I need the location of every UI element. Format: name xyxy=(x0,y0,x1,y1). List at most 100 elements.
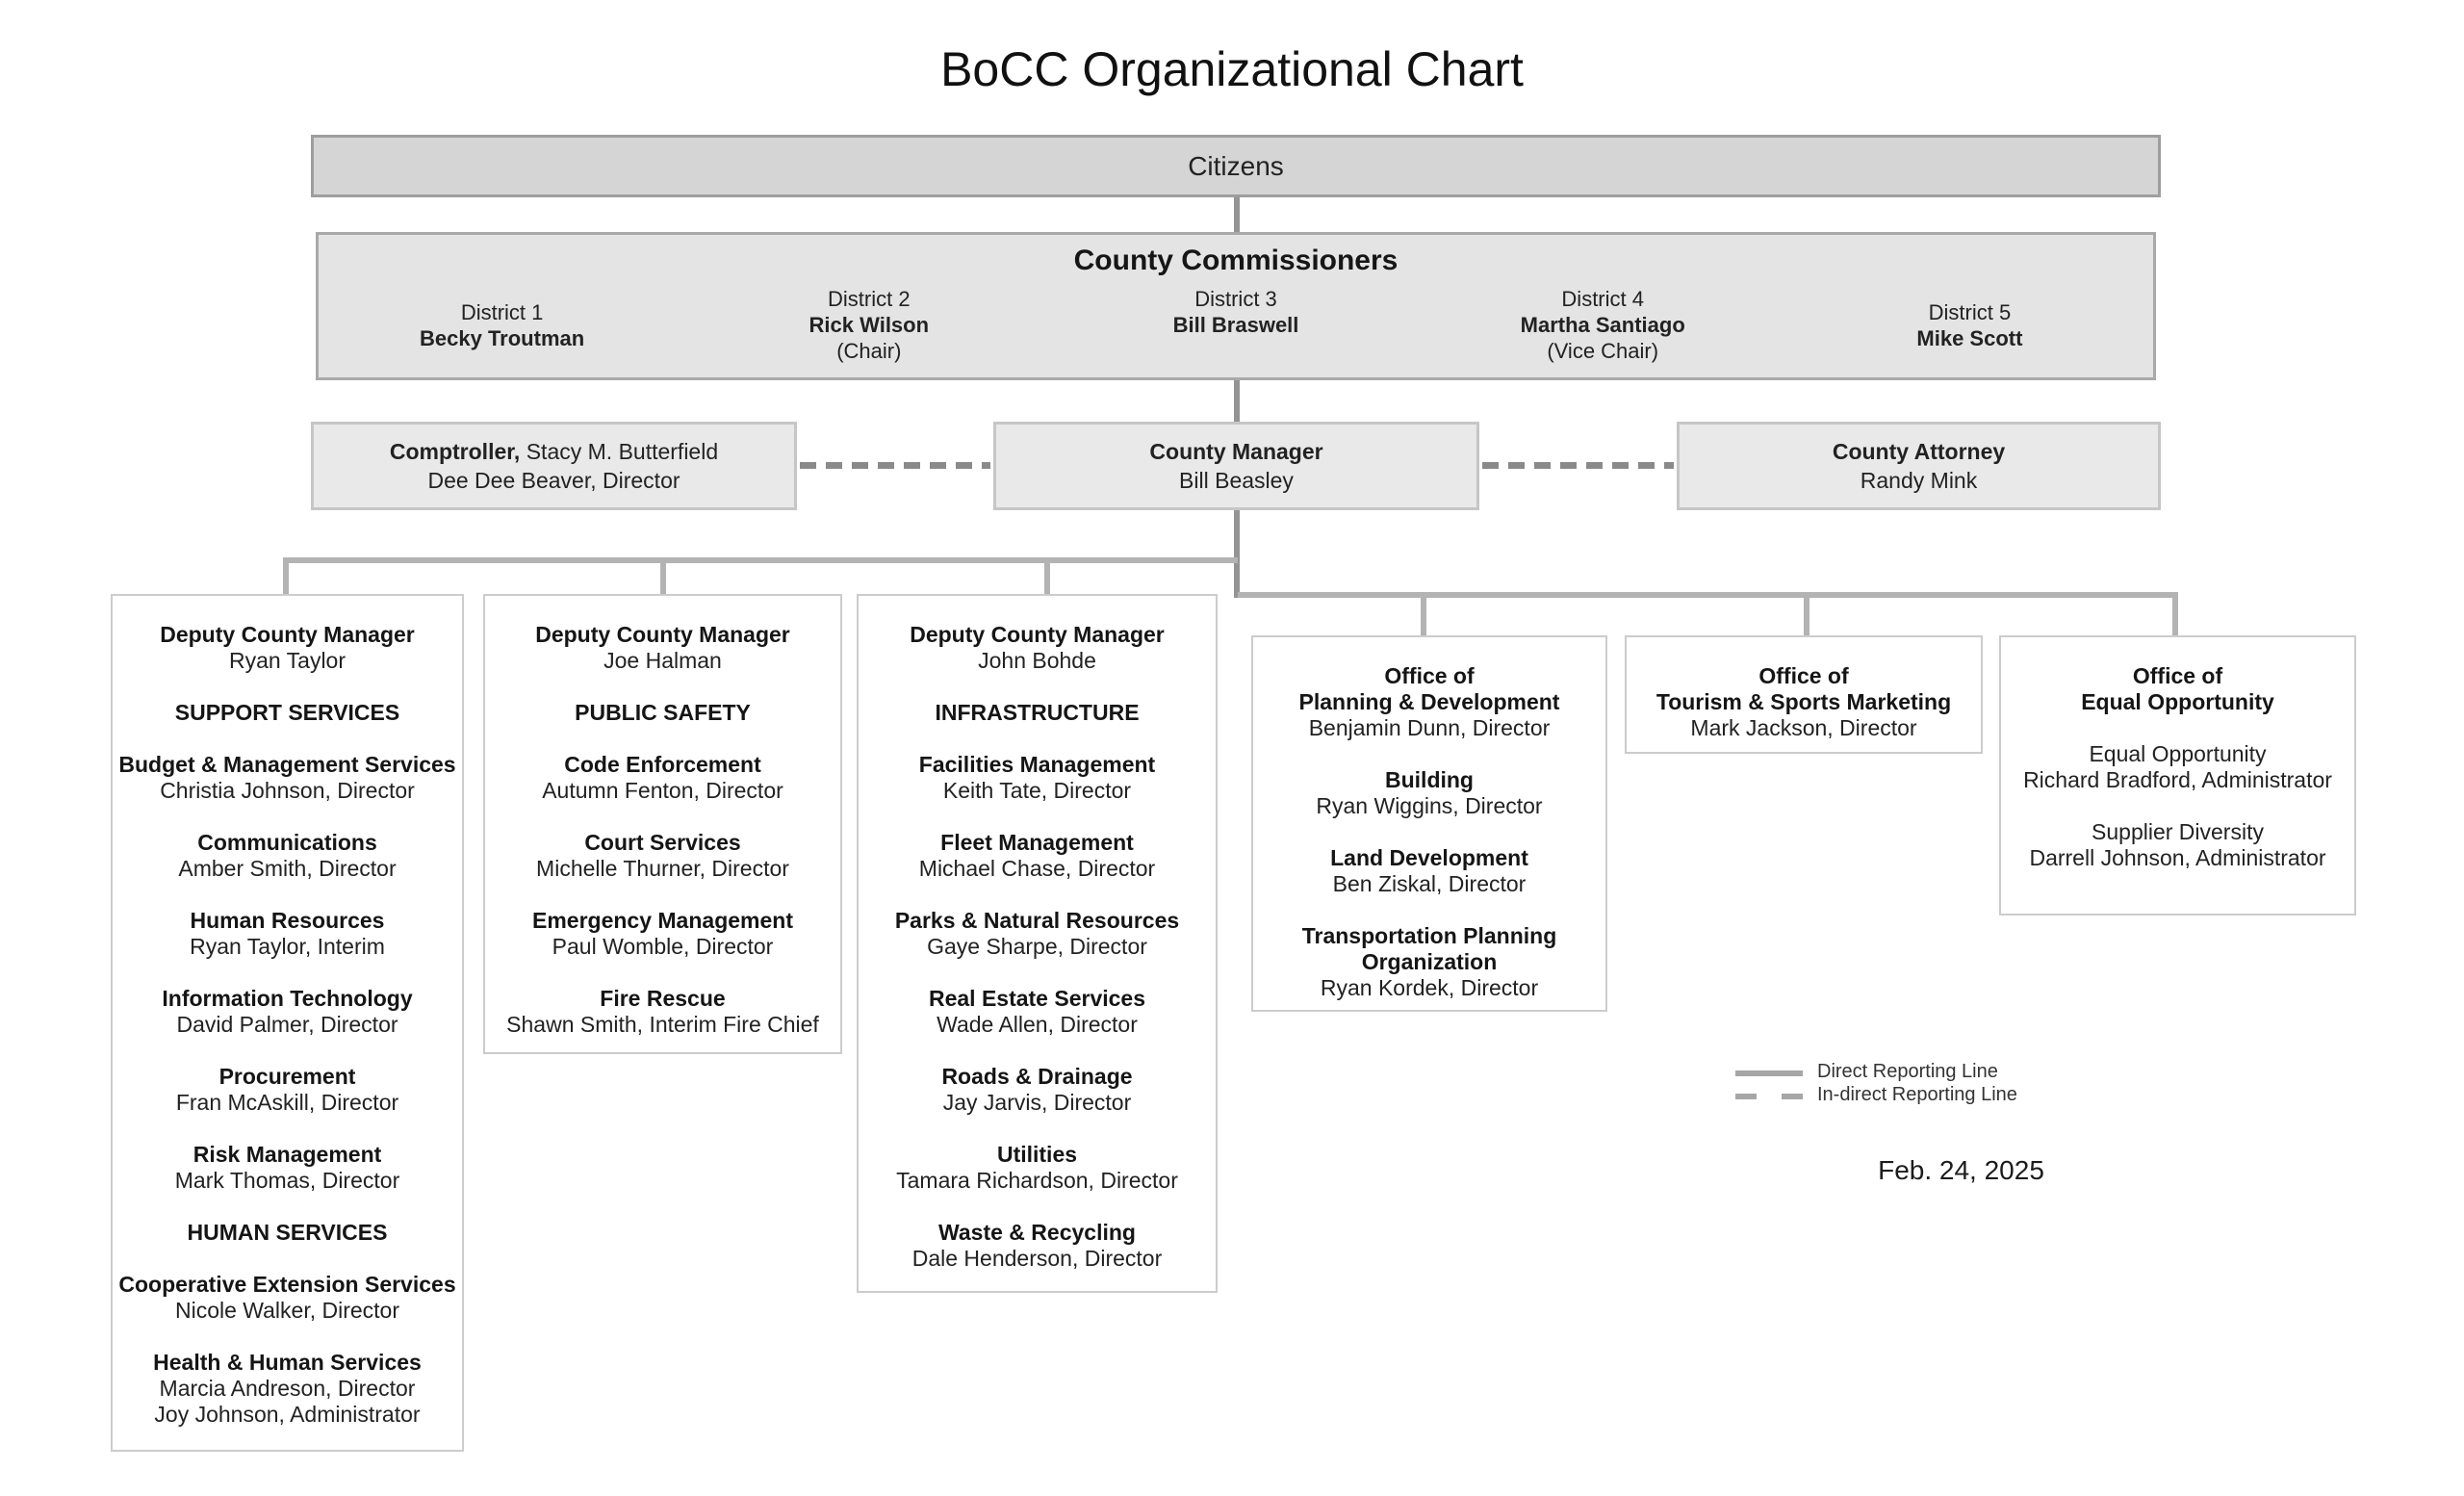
dept-heading: Court Services xyxy=(584,830,741,855)
commissioner-role: (Chair) xyxy=(836,339,902,363)
legend-direct-line-sample xyxy=(1735,1070,1803,1076)
dept-heading: Organization xyxy=(1361,949,1498,974)
comptroller-director: Dee Dee Beaver, Director xyxy=(427,468,680,493)
dept-heading: Risk Management xyxy=(192,1142,382,1167)
dept-heading: Office of xyxy=(2132,663,2223,688)
indirect-line-comptroller xyxy=(800,462,990,469)
dept-group: INFRASTRUCTURE xyxy=(859,700,1216,726)
dept-heading: Real Estate Services xyxy=(928,986,1146,1011)
dept-heading: Human Resources xyxy=(190,908,385,933)
citizens-label: Citizens xyxy=(1188,150,1284,181)
bracket-deputies xyxy=(285,557,1238,563)
county-attorney-title: County Attorney xyxy=(1832,439,2006,464)
dept-heading: Parks & Natural Resources xyxy=(894,908,1180,933)
district-label: District 3 xyxy=(1194,287,1277,311)
dept-heading: Procurement xyxy=(218,1064,356,1089)
stub-planning-development xyxy=(1421,592,1426,635)
districts-row: District 1 Becky Troutman District 2 Ric… xyxy=(319,286,2153,364)
dept-person: Paul Womble, Director xyxy=(552,934,774,959)
comptroller-title: Comptroller, xyxy=(389,439,521,464)
dept-heading: Facilities Management xyxy=(918,752,1156,777)
dept-person: Dale Henderson, Director xyxy=(911,1246,1163,1271)
dept-heading: Planning & Development xyxy=(1298,689,1560,714)
dept-person: Gaye Sharpe, Director xyxy=(927,934,1147,959)
dept-heading: Cooperative Extension Services xyxy=(118,1272,456,1297)
dept-heading: Land Development xyxy=(1330,845,1528,870)
dept-person: Ryan Taylor xyxy=(228,648,346,673)
dept-person: Mark Thomas, Director xyxy=(174,1168,400,1193)
commissioner-name: Becky Troutman xyxy=(420,326,585,350)
dept-heading: Utilities xyxy=(996,1142,1078,1167)
connector-manager-down xyxy=(1234,510,1240,598)
district-label: District 4 xyxy=(1561,287,1644,311)
dept-heading: Building xyxy=(1385,767,1474,792)
comptroller-title-line: Comptroller, Stacy M. Butterfield xyxy=(390,437,718,466)
dept-heading: Office of xyxy=(1758,663,1849,688)
district-label: District 2 xyxy=(828,287,911,311)
comptroller-box: Comptroller, Stacy M. Butterfield Dee De… xyxy=(311,422,797,510)
citizens-box: Citizens xyxy=(311,135,2161,197)
dept-person: Mark Jackson, Director xyxy=(1690,715,1917,740)
county-commissioners-box: County Commissioners District 1 Becky Tr… xyxy=(316,232,2156,380)
dept-heading: INFRASTRUCTURE xyxy=(935,700,1140,725)
dept-heading: SUPPORT SERVICES xyxy=(174,700,400,725)
dept-person: Marcia Andreson, Director xyxy=(159,1376,416,1401)
dept-person: Joe Halman xyxy=(603,648,722,673)
dept-heading: Fire Rescue xyxy=(600,986,726,1011)
dept-heading: Equal Opportunity xyxy=(2081,689,2274,714)
dept-person: Christia Johnson, Director xyxy=(160,778,415,803)
dept-person: Shawn Smith, Interim Fire Chief xyxy=(506,1012,819,1037)
legend-indirect-line-sample xyxy=(1735,1094,1803,1099)
comptroller-officer: Stacy M. Butterfield xyxy=(520,439,719,464)
dept-person: Nicole Walker, Director xyxy=(174,1298,400,1323)
dept-person: Ryan Taylor, Interim xyxy=(190,934,385,959)
indirect-line-attorney xyxy=(1482,462,1674,469)
district-1: District 1 Becky Troutman xyxy=(319,286,685,364)
dept-heading: Deputy County Manager xyxy=(535,622,790,647)
commissioner-name: Bill Braswell xyxy=(1172,313,1299,337)
bracket-offices xyxy=(1238,592,2178,598)
county-commissioners-title: County Commissioners xyxy=(1073,245,1399,276)
legend-direct-label: Direct Reporting Line xyxy=(1817,1061,1998,1082)
dept-person: Richard Bradford, Administrator xyxy=(2023,767,2332,792)
connector-commissioners-manager xyxy=(1234,380,1240,422)
dept-heading: Deputy County Manager xyxy=(160,622,415,647)
dept-heading: Tourism & Sports Marketing xyxy=(1656,689,1952,714)
dept-group: SUPPORT SERVICES xyxy=(113,700,462,726)
commissioner-name: Martha Santiago xyxy=(1520,313,1685,337)
dept-person: Autumn Fenton, Director xyxy=(542,778,783,803)
district-5: District 5 Mike Scott xyxy=(1786,286,2153,364)
page-title: BoCC Organizational Chart xyxy=(940,42,1524,96)
dept-heading: Waste & Recycling xyxy=(938,1220,1136,1245)
county-manager-box: County Manager Bill Beasley xyxy=(993,422,1479,510)
stub-tourism xyxy=(1804,592,1810,635)
dept-heading: Deputy County Manager xyxy=(910,622,1165,647)
dept-heading: Budget & Management Services xyxy=(118,752,456,777)
dept-heading: Code Enforcement xyxy=(564,752,761,777)
district-4: District 4 Martha Santiago (Vice Chair) xyxy=(1420,286,1786,364)
dept-person: Wade Allen, Director xyxy=(937,1012,1138,1037)
dept-person: David Palmer, Director xyxy=(176,1012,398,1037)
